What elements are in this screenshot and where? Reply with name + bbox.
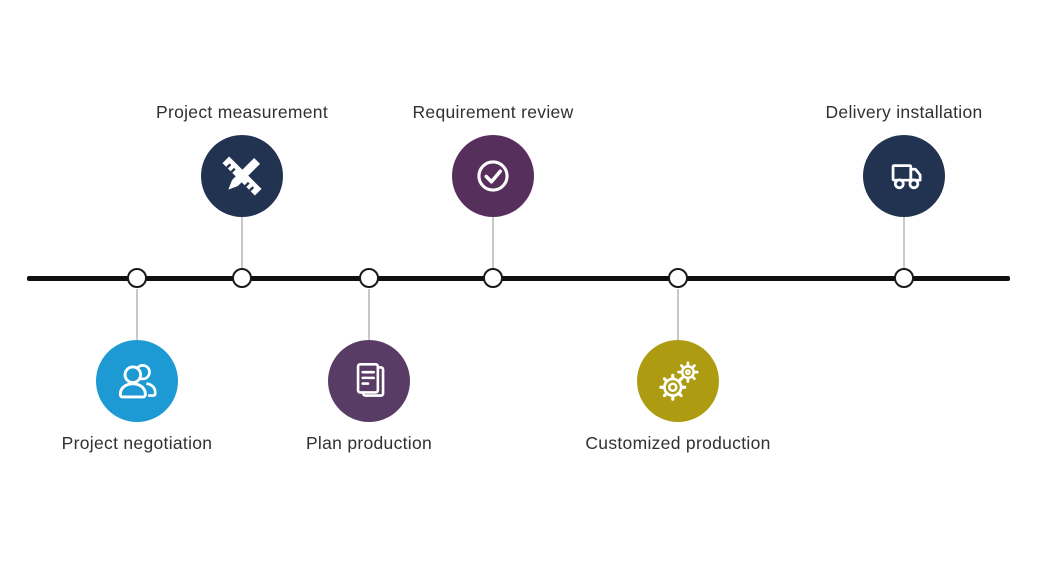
connector-line: [903, 216, 905, 269]
timeline-node[interactable]: [483, 268, 503, 288]
step-circle[interactable]: [863, 135, 945, 217]
step-circle[interactable]: [452, 135, 534, 217]
step-circle[interactable]: [637, 340, 719, 422]
timeline-node[interactable]: [127, 268, 147, 288]
connector-line: [368, 289, 370, 341]
step-label: Project negotiation: [61, 433, 213, 453]
step-circle[interactable]: [328, 340, 410, 422]
step-label: Customized production: [585, 433, 771, 453]
timeline-axis: [27, 276, 1010, 281]
timeline-node[interactable]: [894, 268, 914, 288]
connector-line: [136, 289, 138, 341]
step-label: Plan production: [305, 433, 433, 453]
step-circle[interactable]: [96, 340, 178, 422]
connector-line: [241, 216, 243, 269]
connector-line: [677, 289, 679, 341]
gears-icon: [659, 361, 699, 401]
timeline-node[interactable]: [668, 268, 688, 288]
step-label: Delivery installation: [825, 102, 983, 122]
step-label: Project measurement: [155, 102, 329, 122]
ruler-pencil-icon: [222, 156, 262, 196]
timeline-node[interactable]: [232, 268, 252, 288]
people-icon: [118, 364, 157, 399]
check-circle-icon: [477, 160, 509, 192]
step-label: Requirement review: [412, 102, 574, 122]
document-icon: [356, 363, 385, 397]
truck-icon: [891, 164, 922, 190]
timeline-node[interactable]: [359, 268, 379, 288]
step-circle[interactable]: [201, 135, 283, 217]
connector-line: [492, 216, 494, 269]
